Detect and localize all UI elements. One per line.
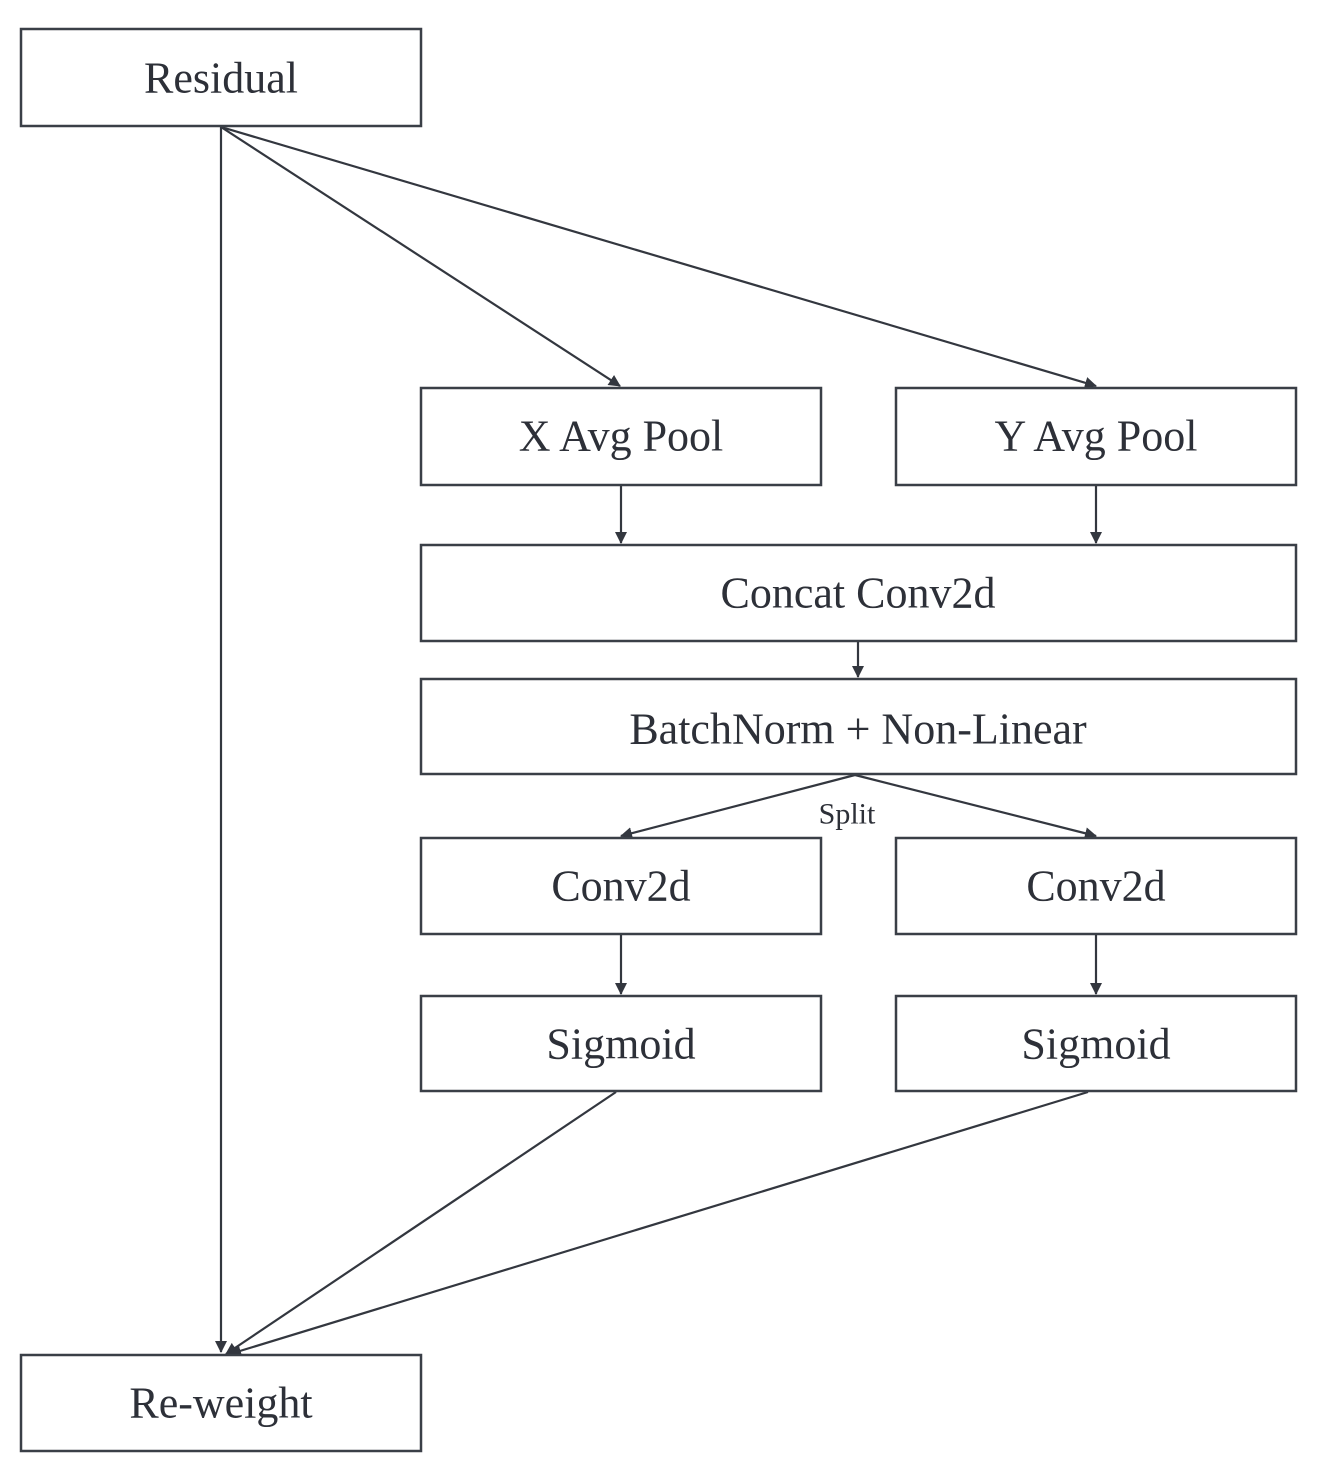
- node-x-avg-pool-label: X Avg Pool: [519, 412, 724, 461]
- edge-batchnorm-to-conv2d-left: [620, 773, 856, 840]
- node-conv2d-right-label: Conv2d: [1026, 862, 1165, 911]
- edge-sigmoid-right-to-reweight: [229, 1090, 1089, 1357]
- node-batchnorm-label: BatchNorm + Non-Linear: [629, 705, 1087, 754]
- edge-residual-to-x-avg-pool: [220, 126, 621, 387]
- node-sigmoid-right: Sigmoid: [894, 994, 1298, 1093]
- node-residual: Residual: [19, 27, 423, 128]
- node-conv2d-left-label: Conv2d: [551, 862, 690, 911]
- node-batchnorm: BatchNorm + Non-Linear: [419, 677, 1298, 776]
- edge-residual-to-y-avg-pool: [220, 125, 1097, 389]
- node-y-avg-pool: Y Avg Pool: [894, 386, 1298, 487]
- node-x-avg-pool: X Avg Pool: [419, 386, 823, 487]
- node-sigmoid-left-label: Sigmoid: [546, 1020, 695, 1069]
- node-conv2d-right: Conv2d: [894, 836, 1298, 936]
- node-conv2d-left: Conv2d: [419, 836, 823, 936]
- node-reweight: Re-weight: [19, 1353, 423, 1453]
- node-concat-conv2d: Concat Conv2d: [419, 543, 1298, 643]
- edge-sigmoid-left-to-reweight: [225, 1091, 617, 1355]
- split-label: Split: [819, 798, 876, 831]
- node-sigmoid-right-label: Sigmoid: [1021, 1020, 1170, 1069]
- node-reweight-label: Re-weight: [129, 1379, 312, 1428]
- node-residual-label: Residual: [144, 54, 298, 103]
- node-sigmoid-left: Sigmoid: [419, 994, 823, 1093]
- node-concat-conv2d-label: Concat Conv2d: [721, 569, 996, 618]
- edge-batchnorm-to-conv2d-right: [854, 773, 1097, 840]
- edges: [215, 125, 1102, 1357]
- node-y-avg-pool-label: Y Avg Pool: [995, 412, 1198, 461]
